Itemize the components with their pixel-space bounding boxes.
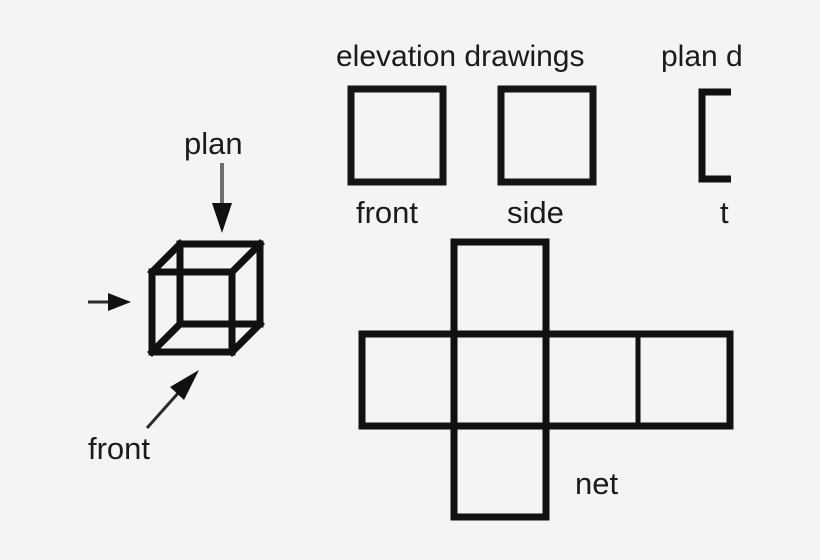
cube-wireframe	[147, 239, 265, 357]
net-cell-top	[454, 242, 546, 334]
net-cell-left	[362, 334, 454, 426]
elevation-drawings-group: front side	[347, 85, 597, 230]
plan-label-top-clipped: t	[720, 195, 729, 230]
side-arrow	[88, 293, 131, 311]
net-outline-row	[358, 330, 734, 430]
net-cell-right	[546, 334, 638, 426]
elevation-square-side	[497, 85, 597, 186]
elevation-label-front: front	[356, 195, 418, 230]
front-arrow	[145, 370, 199, 429]
net-group: net	[358, 238, 734, 521]
plan-drawing-group: t	[698, 88, 731, 230]
heading-elevation-drawings: elevation drawings	[336, 40, 584, 73]
plan-square-top-clipped	[698, 88, 731, 183]
cube-label-front: front	[88, 431, 150, 466]
elevation-label-side: side	[507, 195, 564, 230]
cube-group: plan	[88, 126, 265, 466]
plan-arrow	[212, 163, 232, 233]
net-cell-bottom	[454, 426, 546, 518]
heading-plan-drawing: plan d	[661, 40, 743, 73]
net-label: net	[575, 466, 618, 501]
net-cell-center	[454, 334, 546, 426]
cube-label-plan: plan	[184, 126, 243, 161]
elevation-square-front	[347, 85, 447, 186]
net-cell-far-right	[638, 334, 730, 426]
